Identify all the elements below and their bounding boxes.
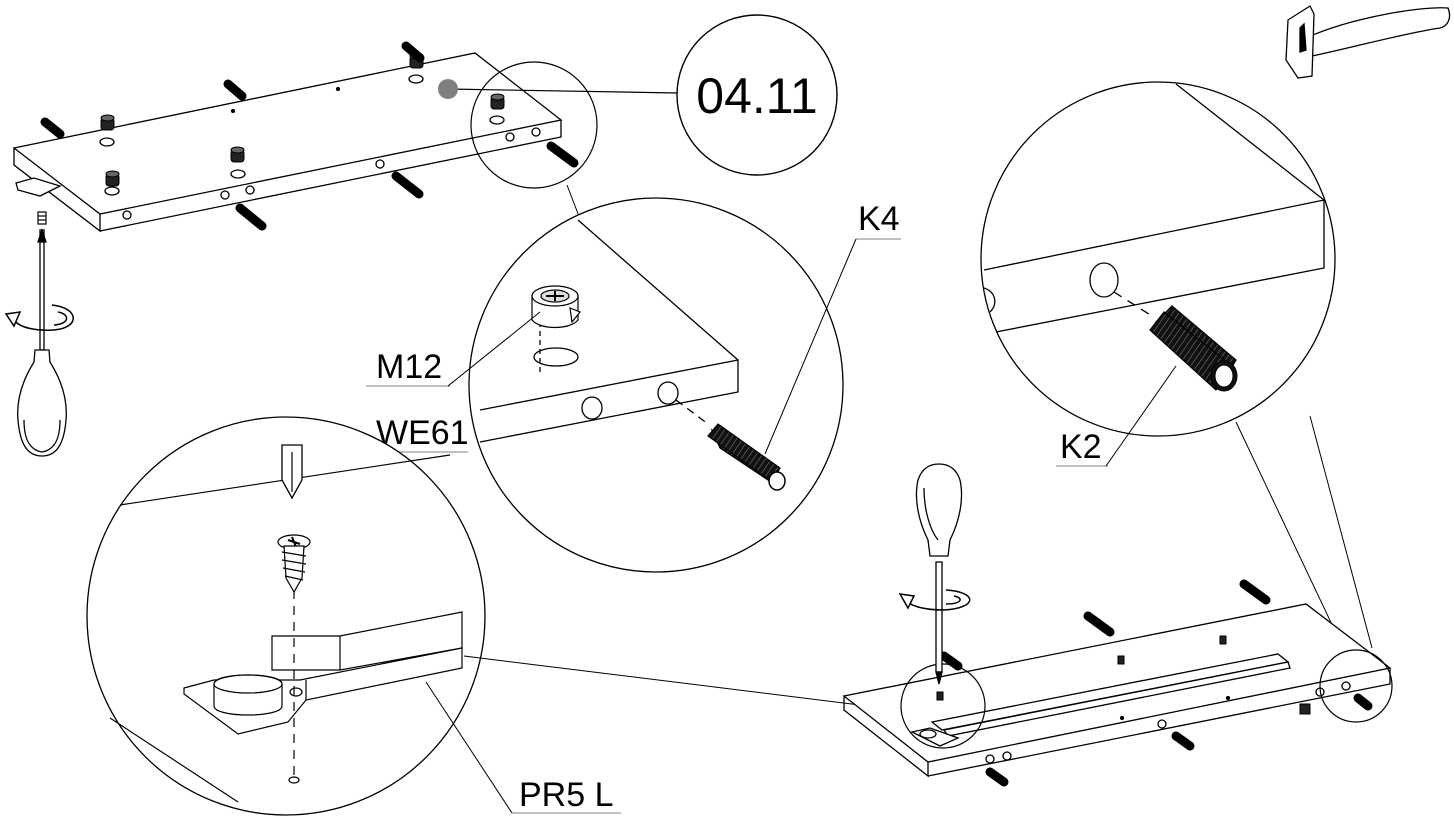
top-left-panel xyxy=(12,52,563,233)
dowel xyxy=(1083,611,1115,637)
screw-we61 xyxy=(277,534,311,594)
leader-line xyxy=(1235,421,1345,651)
screw xyxy=(37,211,47,225)
step-marker-dot xyxy=(438,79,458,99)
bottom-right-panel xyxy=(842,603,1392,778)
dowel xyxy=(391,171,424,199)
dowel-group xyxy=(939,579,1373,787)
screw xyxy=(1219,635,1227,645)
step-leader-line xyxy=(447,88,678,94)
leader-line xyxy=(566,184,581,220)
screw-group xyxy=(936,635,1311,715)
cam-fitting xyxy=(531,285,581,329)
dowel-k4 xyxy=(707,423,786,491)
dowel xyxy=(1353,693,1373,711)
dowel-group xyxy=(40,41,579,231)
dowel-k2 xyxy=(1149,305,1238,392)
label-we61: WE61 xyxy=(376,414,469,452)
screw xyxy=(936,691,944,701)
screw xyxy=(1299,703,1311,715)
dowel xyxy=(546,141,579,168)
leader-line xyxy=(1309,415,1373,649)
label-pr5l: PR5 L xyxy=(519,776,614,814)
detail-marker-circle xyxy=(470,61,598,189)
cam-lock xyxy=(490,93,505,110)
label-m12: M12 xyxy=(376,348,442,386)
dowel xyxy=(939,651,963,671)
step-number: 04.11 xyxy=(696,68,817,124)
rotation-arrow-icon xyxy=(4,304,74,331)
label-k2-callout: K2 xyxy=(1056,365,1177,467)
label-pr5l-callout: PR5 L xyxy=(425,681,621,814)
cam-lock xyxy=(105,170,120,187)
step-number-circle xyxy=(676,14,838,176)
screwdriver-icon xyxy=(915,463,963,685)
detail-marker-circle xyxy=(1319,649,1393,723)
screwdriver-icon xyxy=(17,227,67,457)
detail-marker-circle xyxy=(900,663,986,749)
detail-circle-dowel-k2 xyxy=(980,81,1336,437)
dowel xyxy=(40,117,65,139)
dowel xyxy=(985,767,1009,787)
dowel xyxy=(1239,579,1271,605)
detail-circle-dowel xyxy=(468,197,844,573)
hammer-icon xyxy=(1285,5,1451,79)
cam-lock xyxy=(230,146,245,163)
leader-line xyxy=(463,655,901,711)
detail-circle-slide xyxy=(86,416,486,816)
dowel xyxy=(235,203,267,231)
label-k4: K4 xyxy=(858,200,900,238)
dowel xyxy=(1171,731,1195,751)
label-k2: K2 xyxy=(1060,428,1102,466)
label-m12-callout: M12 xyxy=(366,311,541,387)
screw xyxy=(1117,655,1125,665)
label-k4-callout: K4 xyxy=(764,200,901,455)
rotation-arrow-icon xyxy=(898,589,971,611)
cam-lock xyxy=(100,114,115,131)
dowel xyxy=(401,41,425,63)
dowel xyxy=(223,79,247,101)
